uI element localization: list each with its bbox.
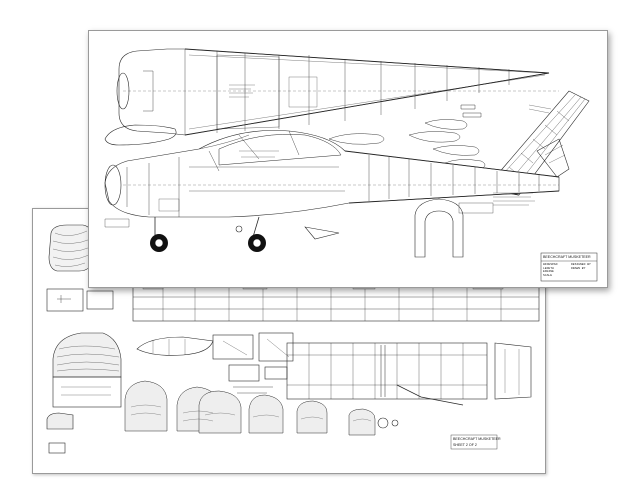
- fuselage-top-view: [116, 48, 559, 136]
- fuselage-side-part: [136, 336, 214, 356]
- back-sheet-number: SHEET 2 OF 2: [453, 443, 477, 447]
- tb-line-3: ENGINE: [543, 270, 554, 274]
- tb-line-4: SCALE: [543, 273, 553, 277]
- small-part-box: [48, 442, 66, 454]
- tb-line-1: WINGSPAN: [543, 263, 558, 266]
- front-title-lines: WINGSPAN LENGTH ENGINE SCALE: [543, 263, 557, 277]
- cabin-frames: [212, 332, 294, 394]
- wood-formers-bottom-row: [124, 380, 376, 436]
- cowl-side: [104, 164, 122, 206]
- front-sheet-drawing: [104, 48, 598, 282]
- wing-ribs: [328, 104, 486, 170]
- front-title-lines-right: DESIGNED BY DRAWN BY: [571, 263, 591, 270]
- tb-line-2: LENGTH: [543, 266, 554, 270]
- back-title-text: BEECHCRAFT MUSKETEER: [453, 437, 501, 441]
- front-title-block: [540, 252, 598, 282]
- wing-panel-center: [286, 342, 532, 400]
- fin: [536, 138, 570, 178]
- landing-gear: [150, 216, 266, 252]
- detail-box: [458, 202, 494, 214]
- small-wood-part: [46, 412, 74, 430]
- front-plan-sheet: BEECHCRAFT MUSKETEER WINGSPAN LENGTH ENG…: [88, 30, 608, 288]
- small-part: [104, 218, 130, 228]
- front-title-text: BEECHCRAFT MUSKETEER: [543, 255, 591, 259]
- landing-gear-wire: [396, 384, 464, 406]
- wood-former-main: [52, 332, 122, 408]
- part-plate-1: [46, 288, 84, 312]
- hub-part: [391, 419, 399, 427]
- back-title-block: [450, 434, 498, 450]
- part-plate-2: [86, 290, 114, 310]
- notes-lines: [493, 192, 535, 206]
- ventral-part: [304, 226, 340, 240]
- wood-former-top-left: [48, 224, 94, 272]
- tb-line-6: DRAWN BY: [571, 266, 586, 270]
- fuselage-side-view: [104, 130, 560, 218]
- wheel-part: [377, 417, 389, 429]
- wheel-pant-former: [414, 198, 464, 258]
- canopy-part: [104, 124, 177, 146]
- tb-line-5: DESIGNED BY: [571, 263, 591, 266]
